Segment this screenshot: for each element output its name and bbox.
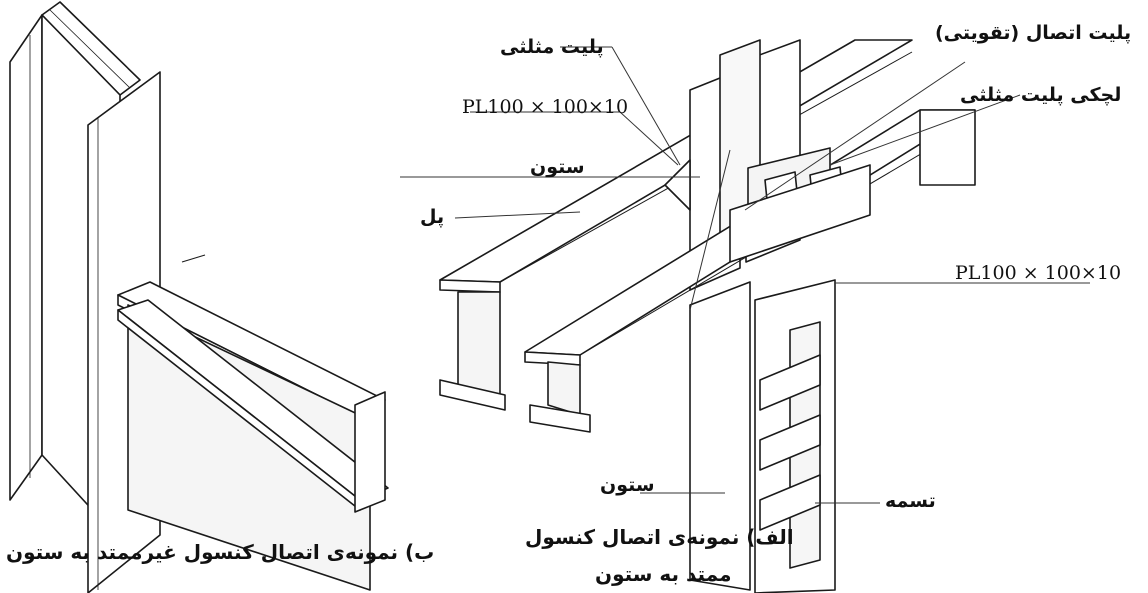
triangle-plate (664, 159, 691, 211)
label-triangle-plate: پلیت مثلثی (500, 36, 604, 58)
leader-lines (400, 46, 1090, 504)
label-triangle-stiffener: لچکی پلیت مثلثی (960, 84, 1122, 106)
label-connection-plate: پلیت اتصال (تقویتی) (935, 22, 1132, 44)
label-beam: پل (420, 206, 445, 228)
left-beam (117, 254, 389, 591)
caption-left: ب) نمونه‌ی اتصال کنسول غیرممتد به ستون (6, 540, 435, 564)
label-column-upper: ستون (530, 156, 585, 178)
caption-right-line2: ممتد به ستون (595, 562, 732, 586)
label-pl-upper: PL100 × 100×10 (462, 96, 629, 118)
label-column-lower: ستون (600, 474, 655, 496)
label-strap: تسمه (885, 490, 936, 512)
connection-plate (729, 147, 871, 263)
label-pl-lower: PL100 × 100×10 (955, 262, 1122, 284)
strap-plates (759, 354, 821, 531)
caption-right-line1: الف) نمونه‌ی اتصال کنسول (525, 525, 794, 549)
